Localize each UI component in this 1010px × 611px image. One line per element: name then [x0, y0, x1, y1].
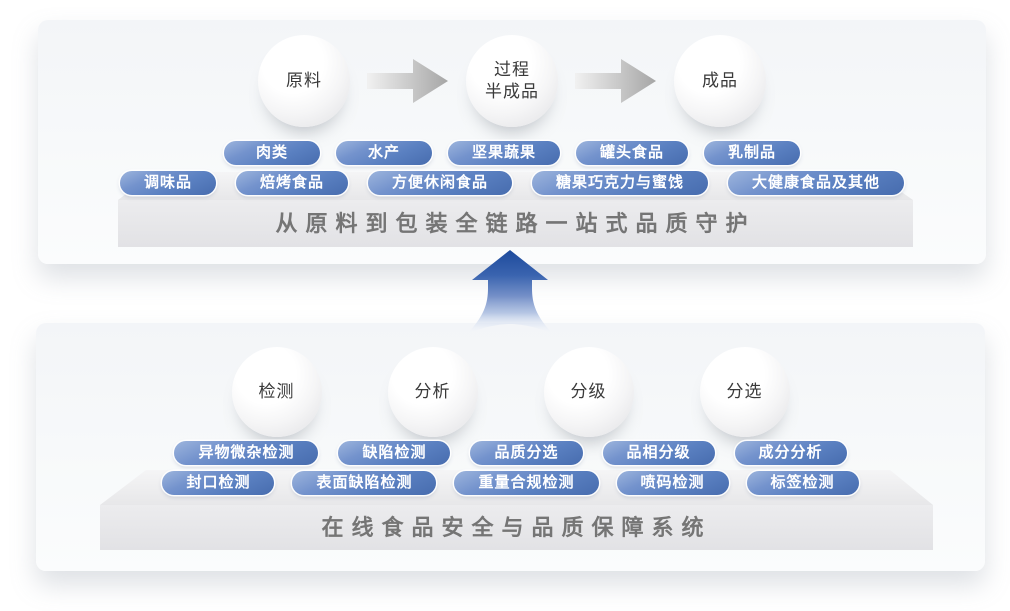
stage-label-line: 分级 — [570, 382, 607, 401]
upgrade-up-arrow-icon — [467, 250, 553, 334]
stage-circle-finished-products: 成品 — [674, 35, 766, 127]
stage-label-line: 原料 — [286, 71, 322, 90]
category-pill: 罐头食品 — [575, 141, 688, 165]
stage-circle-analysis: 分析 — [387, 347, 478, 437]
flow-right-arrow-icon — [575, 59, 656, 103]
stage-label-line: 过程 — [494, 60, 530, 79]
capability-pill: 表面缺陷检测 — [292, 471, 437, 495]
stage-circle-detection: 检测 — [231, 347, 322, 437]
stage-label: 分析 — [415, 381, 451, 403]
capability-pill: 标签检测 — [746, 471, 859, 495]
capability-pill: 品相分级 — [602, 441, 715, 465]
top-panel: 原料 过程 半成品 成品 — [38, 20, 986, 264]
stage-label-line: 分选 — [726, 382, 763, 401]
capability-pill: 重量合规检测 — [454, 471, 599, 495]
stage-label: 分级 — [571, 381, 607, 403]
category-pill: 水产 — [335, 141, 432, 165]
category-pill: 肉类 — [223, 141, 320, 165]
stage-circle-process-semi-finished: 过程 半成品 — [466, 35, 558, 127]
category-pill: 焙烤食品 — [235, 171, 348, 195]
stage-label: 分选 — [727, 381, 763, 403]
capability-pill: 封口检测 — [162, 471, 275, 495]
top-platform-title: 从原料到包装全链路一站式品质守护 — [275, 211, 756, 236]
category-pill: 糖果巧克力与蜜饯 — [532, 171, 709, 195]
bottom-platform-title: 在线食品安全与品质保障系统 — [321, 515, 712, 540]
food-category-row-1: 肉类 水产 坚果蔬果 罐头食品 乳制品 — [38, 141, 986, 165]
category-pill: 调味品 — [119, 171, 216, 195]
capability-row-2: 封口检测 表面缺陷检测 重量合规检测 喷码检测 标签检测 — [36, 471, 985, 495]
stage-circle-raw-materials: 原料 — [258, 35, 350, 127]
stage-circle-grading: 分级 — [543, 347, 634, 437]
flow-right-arrow-icon — [367, 59, 448, 103]
stage-label-line: 半成品 — [485, 82, 539, 101]
stage-label: 过程 半成品 — [485, 59, 539, 103]
top-stage-row: 原料 过程 半成品 成品 — [38, 35, 986, 127]
capability-pill: 缺陷检测 — [338, 441, 451, 465]
capability-pill: 品质分选 — [470, 441, 583, 465]
food-category-row-2: 调味品 焙烤食品 方便休闲食品 糖果巧克力与蜜饯 大健康食品及其他 — [38, 171, 986, 195]
stage-circle-sorting: 分选 — [699, 347, 790, 437]
category-pill: 方便休闲食品 — [367, 171, 512, 195]
stage-label: 原料 — [286, 70, 322, 92]
category-pill: 坚果蔬果 — [447, 141, 560, 165]
category-pill: 大健康食品及其他 — [728, 171, 905, 195]
stage-label-line: 成品 — [702, 71, 738, 90]
stage-label-line: 分析 — [414, 382, 451, 401]
stage-label-line: 检测 — [258, 382, 295, 401]
stage-label: 检测 — [259, 381, 295, 403]
capability-pill: 喷码检测 — [616, 471, 729, 495]
capability-pill: 成分分析 — [734, 441, 847, 465]
category-pill: 乳制品 — [704, 141, 801, 165]
capability-pill: 异物微杂检测 — [174, 441, 319, 465]
bottom-panel: 检测 分析 分级 分选 异物微杂检测 缺陷检测 品质分选 — [36, 323, 985, 571]
stage-label: 成品 — [702, 70, 738, 92]
bottom-stage-row: 检测 分析 分级 分选 — [36, 347, 985, 437]
capability-row-1: 异物微杂检测 缺陷检测 品质分选 品相分级 成分分析 — [36, 441, 985, 465]
